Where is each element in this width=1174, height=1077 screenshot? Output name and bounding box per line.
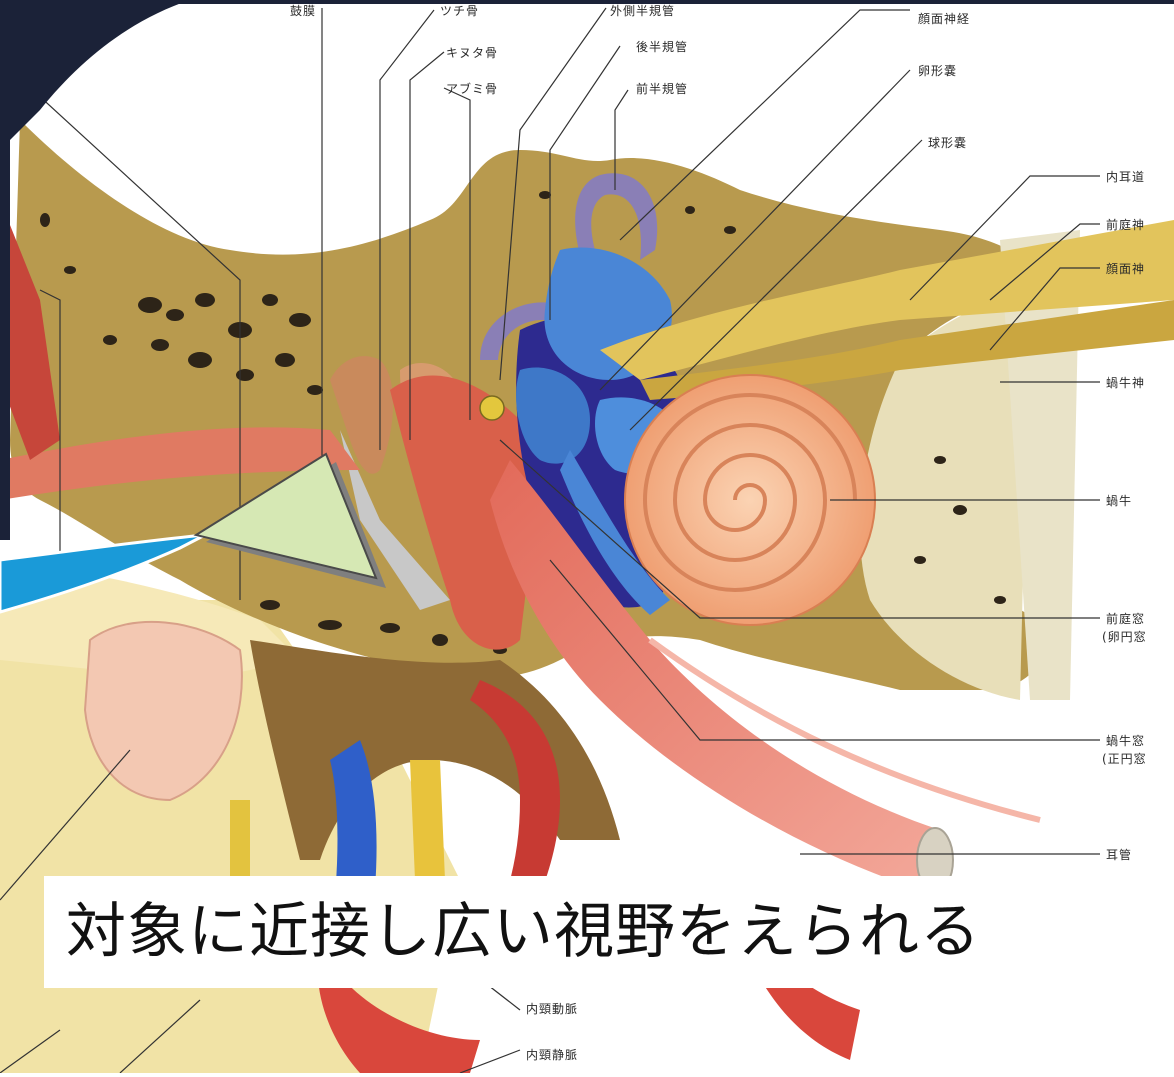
slide-frame-top bbox=[0, 0, 1174, 4]
label-oval-window-sub: (卵円窓 bbox=[1102, 630, 1147, 644]
utricle-sac bbox=[516, 367, 590, 464]
label-internal-meatus: 内耳道 bbox=[1106, 170, 1146, 184]
internal-jugular-vein bbox=[470, 680, 560, 940]
leader-lines bbox=[0, 7, 1100, 1074]
malleus bbox=[330, 356, 394, 474]
label-cochlea: 蝸牛 bbox=[1106, 494, 1133, 508]
view-pointer-triangle bbox=[193, 452, 378, 580]
lower-vessel bbox=[317, 940, 480, 1073]
bone-pores bbox=[40, 191, 1006, 654]
cochlear-nerve-bundle bbox=[640, 300, 1174, 400]
cochlear-duct bbox=[560, 450, 670, 615]
ear-canal bbox=[0, 427, 360, 500]
label-eardrum: 鼓膜 bbox=[290, 4, 317, 18]
label-cochlear-nerve: 蝸牛神 bbox=[1106, 376, 1146, 390]
label-round-window-sub: (正円窓 bbox=[1102, 752, 1147, 766]
oval-window-mark bbox=[479, 395, 505, 421]
label-eustachian-tube: 耳管 bbox=[1106, 848, 1133, 862]
label-facial-nerve-top: 顔面神経 bbox=[918, 12, 971, 26]
label-vestibular-nerve: 前庭神 bbox=[1106, 218, 1146, 232]
nerve-bundle-lower bbox=[410, 760, 445, 880]
vestibulocochlear-nerve bbox=[600, 220, 1174, 380]
label-internal-carotid: 内頸動脈 bbox=[526, 1002, 579, 1016]
caption-box: 対象に近接し広い視野をえられる bbox=[44, 876, 1129, 988]
inner-bone-right bbox=[860, 290, 1030, 700]
label-oval-window: 前庭窓 bbox=[1106, 612, 1146, 626]
endoscope-shape bbox=[0, 533, 206, 614]
eardrum bbox=[340, 430, 450, 610]
tube-highlight bbox=[648, 637, 1041, 823]
label-malleus: ツチ骨 bbox=[440, 4, 480, 18]
label-round-window: 蝸牛窓 bbox=[1106, 734, 1146, 748]
label-anterior-canal: 前半規管 bbox=[636, 82, 689, 96]
label-saccule: 球形嚢 bbox=[928, 136, 968, 150]
label-utricle: 卵形嚢 bbox=[918, 64, 958, 78]
label-facial-nerve-right: 顔面神 bbox=[1106, 262, 1146, 276]
cochlea bbox=[624, 374, 876, 626]
label-posterior-canal: 後半規管 bbox=[636, 40, 689, 54]
middle-ear bbox=[390, 375, 532, 650]
eustachian-tube bbox=[490, 460, 940, 890]
caption-text: 対象に近接し広い視野をえられる bbox=[66, 897, 981, 967]
label-internal-jugular: 内頸静脈 bbox=[526, 1048, 579, 1062]
label-incus: キヌタ骨 bbox=[446, 46, 499, 60]
label-stapes: アブミ骨 bbox=[446, 82, 499, 96]
muscle-left bbox=[0, 200, 60, 460]
nerve-lower-left bbox=[230, 800, 250, 900]
anterior-canal bbox=[575, 173, 658, 270]
parotid-gland bbox=[83, 620, 243, 802]
slide-frame-left bbox=[0, 0, 190, 540]
label-lateral-canal: 外側半規管 bbox=[610, 4, 676, 18]
